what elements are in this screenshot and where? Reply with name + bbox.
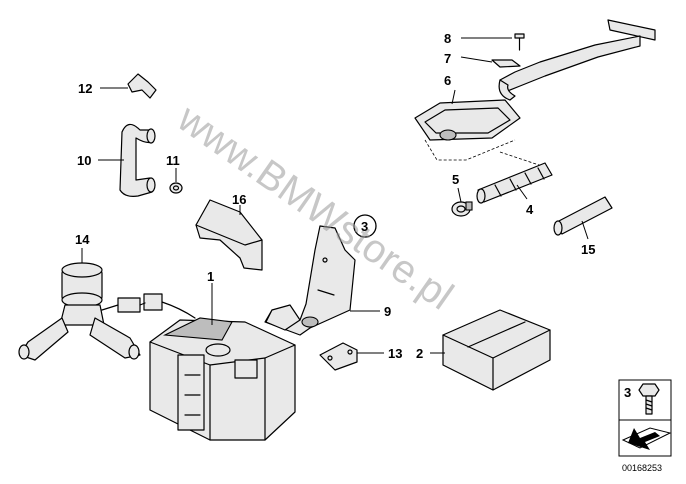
assembly-guide-6-4 [424,139,516,161]
callout-16[interactable]: 16 [232,192,246,207]
part-9-bracket[interactable] [264,225,356,336]
callout-3-circled[interactable]: 3 [361,219,368,234]
callout-9[interactable]: 9 [384,304,391,319]
part-5-clamp[interactable] [451,201,473,217]
callout-10[interactable]: 10 [77,153,91,168]
part-11-clamp[interactable] [169,182,183,194]
callout-5[interactable]: 5 [452,172,459,187]
callout-14[interactable]: 14 [75,232,90,247]
callout-11[interactable]: 11 [166,153,180,168]
legend-callout-3[interactable]: 3 [624,385,631,400]
bolt-icon[interactable] [638,383,660,415]
part-1-heater[interactable] [149,317,296,441]
callout-8[interactable]: 8 [444,31,451,46]
part-14-pump[interactable] [18,262,141,361]
callout-2[interactable]: 2 [416,346,423,361]
callout-1[interactable]: 1 [207,269,214,284]
part-7-clip[interactable] [491,59,521,68]
part-16-cover[interactable] [195,199,263,271]
callout-3-circle [353,214,377,238]
part-8-screw[interactable] [514,33,525,51]
part-15-tube[interactable] [553,196,613,236]
wiring-connectors[interactable] [101,293,196,319]
mounting-direction-arrow-icon [621,427,672,450]
callout-13[interactable]: 13 [388,346,402,361]
callout-7[interactable]: 7 [444,51,451,66]
diagram-reference-number: 00168253 [622,463,662,473]
part-4-flex-hose[interactable] [476,162,553,204]
leader-lines [81,37,589,354]
callout-15[interactable]: 15 [581,242,595,257]
part-12-clip[interactable] [127,73,157,99]
part-6-muffler[interactable] [414,19,656,141]
callout-6[interactable]: 6 [444,73,451,88]
part-13-bracket[interactable] [319,342,358,371]
callout-4[interactable]: 4 [526,202,534,217]
part-2-box[interactable] [442,309,551,391]
legend-box: 3 [618,379,672,457]
part-10-hose[interactable] [119,123,156,197]
callout-12[interactable]: 12 [78,81,92,96]
callouts: 8 7 6 5 4 15 12 10 11 16 14 1 9 13 2 3 [75,31,595,361]
